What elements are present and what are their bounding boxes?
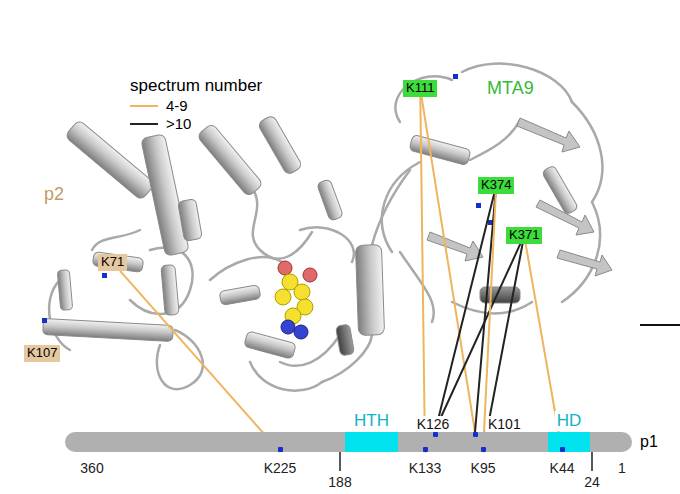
residue-name: K371 xyxy=(509,228,539,243)
legend-line-sample xyxy=(130,100,160,112)
residue-box: K371 xyxy=(506,227,542,244)
legend-text: >10 xyxy=(166,115,191,132)
residue-dot xyxy=(481,447,486,452)
residue-box: K107 xyxy=(24,345,60,362)
legend-entry: >10 xyxy=(128,115,193,132)
residue-name: K111 xyxy=(406,81,434,96)
crosslink-line xyxy=(120,271,280,452)
residue-dot xyxy=(278,447,283,452)
domain-name: HD xyxy=(555,411,584,431)
helix-cylinders xyxy=(43,115,579,360)
legend-title: spectrum number xyxy=(128,76,264,96)
position-number: 1 xyxy=(616,460,628,476)
residue-label: K44 xyxy=(548,460,577,476)
protein-name: MTA9 xyxy=(485,78,536,99)
residue-label: K225 xyxy=(262,460,299,476)
residue-dot xyxy=(423,447,428,452)
residue-name: K374 xyxy=(481,178,511,193)
legend-line xyxy=(130,105,158,107)
legend-entry: 4-9 xyxy=(128,97,190,114)
residue-box: K374 xyxy=(478,177,514,194)
position-number: 188 xyxy=(326,474,353,490)
legend-line-sample xyxy=(130,118,160,130)
residue-box: K111 xyxy=(403,80,437,97)
domain-band: HTH xyxy=(345,432,398,452)
sequence-bar: p1HTHHD xyxy=(65,432,632,452)
residue-label: K133 xyxy=(407,460,444,476)
scale-dash xyxy=(640,324,680,326)
domain-name: HTH xyxy=(352,411,391,431)
legend-text: 4-9 xyxy=(166,97,188,114)
domain-band: HD xyxy=(548,432,590,452)
residue-label: K95 xyxy=(469,460,498,476)
residue-dots xyxy=(42,74,493,323)
residue-name: K107 xyxy=(27,346,57,361)
loops xyxy=(49,64,602,391)
beta-strands xyxy=(427,118,612,276)
residue-dot xyxy=(433,432,438,437)
residue-dot xyxy=(560,447,565,452)
residue-box: K71 xyxy=(98,254,127,271)
position-number: 360 xyxy=(78,460,105,476)
protein-name: p1 xyxy=(640,433,658,451)
protein-name: p2 xyxy=(42,184,66,205)
position-number: 24 xyxy=(582,474,602,490)
residue-name: K71 xyxy=(101,255,124,270)
crosslink-line xyxy=(483,194,496,452)
ligand-spheres xyxy=(275,261,317,339)
residue-label: K101 xyxy=(486,416,523,432)
crosslink-line xyxy=(420,97,425,452)
residue-label: K126 xyxy=(415,416,452,432)
residue-dot xyxy=(473,432,478,437)
legend-line xyxy=(130,123,158,125)
